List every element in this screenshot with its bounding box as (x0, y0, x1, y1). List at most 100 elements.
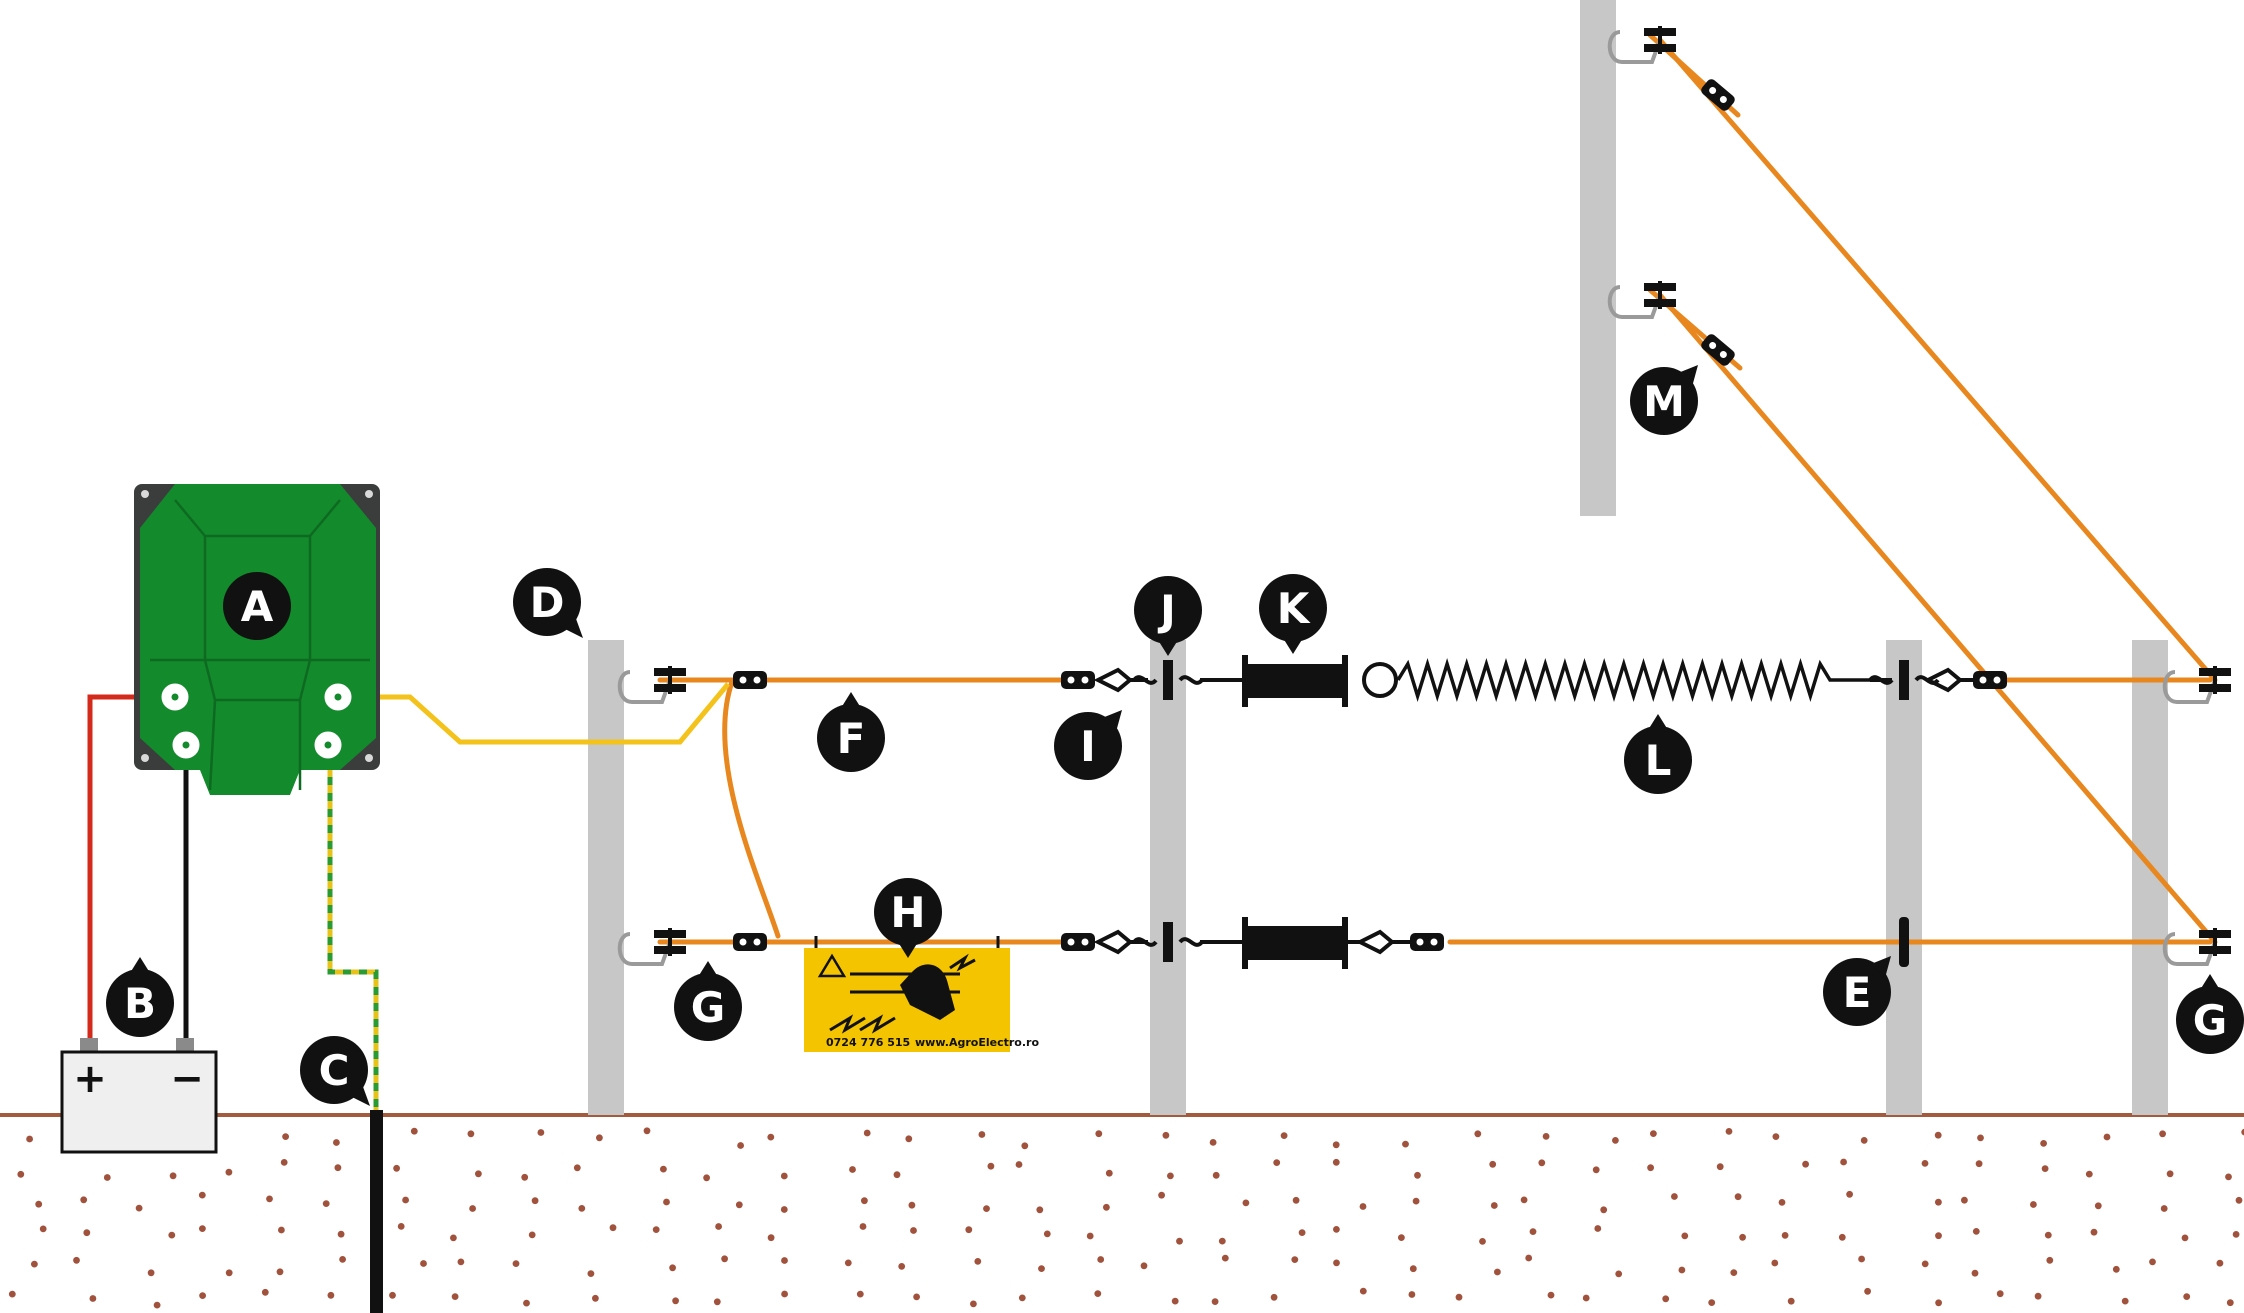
label-text: A (241, 582, 274, 631)
soil-dot (199, 1292, 207, 1299)
soil-dot (89, 1295, 97, 1302)
soil-dot (2159, 1130, 2167, 1138)
tensioners (1242, 655, 1348, 969)
energizer-terminal-battery-negative (172, 731, 200, 759)
soil-dot (35, 1200, 43, 1208)
soil-dot (450, 1234, 457, 1242)
soil-dot (1455, 1293, 1463, 1301)
soil-dot (1781, 1232, 1789, 1239)
soil-dot (1538, 1159, 1546, 1167)
soil-dot (844, 1259, 852, 1267)
soil-dot (225, 1269, 233, 1277)
fence-posts (588, 0, 2168, 1115)
battery-terminal-positive (80, 1038, 98, 1052)
soil-dot (1935, 1198, 1942, 1206)
soil-dot (970, 1300, 977, 1308)
label-e: E (1823, 956, 1891, 1026)
soil-dot (1858, 1255, 1865, 1263)
soil-dot (1292, 1196, 1300, 1204)
soil-dot (663, 1198, 670, 1206)
soil-dot (1209, 1139, 1217, 1146)
label-m: M (1630, 365, 1698, 435)
soil-dot (1961, 1196, 1968, 1204)
soil-dot (2030, 1201, 2037, 1208)
soil-dot (713, 1298, 721, 1306)
soil-dot (2183, 1293, 2191, 1300)
soil-dot (1846, 1190, 1853, 1198)
soil-dot (39, 1225, 47, 1233)
soil-dot (863, 1129, 871, 1137)
gate-wire-lower (1657, 292, 2218, 945)
tape-connector-i-upper (1061, 671, 1095, 689)
jumper-wire (722, 679, 781, 939)
soil-dot (1043, 1230, 1051, 1238)
spring-coil (1396, 658, 1870, 702)
label-text: G (691, 983, 725, 1032)
spring-ring (1362, 662, 1398, 698)
soil-dot (587, 1270, 595, 1277)
tensioner-upper (1242, 655, 1348, 707)
post-insulator-j-lower (1132, 922, 1204, 962)
soil-dot (1095, 1130, 1103, 1138)
soil-dot (276, 1268, 284, 1276)
soil-dot (974, 1258, 982, 1265)
soil-dot (1860, 1137, 1868, 1144)
soil-dot (1140, 1262, 1148, 1270)
soil-dot (703, 1174, 710, 1182)
soil-dot (735, 1201, 743, 1209)
soil-dot (469, 1205, 476, 1212)
insulator-g-end-lower (2162, 928, 2231, 966)
soil-dot (1414, 1171, 1421, 1179)
gate-post (1580, 0, 1616, 516)
soil-dot (1864, 1287, 1871, 1295)
energizer-terminal-earth (314, 731, 342, 759)
soil-dot (103, 1174, 111, 1181)
soil-dot (592, 1294, 599, 1302)
soil-dot (135, 1204, 143, 1212)
soil-dot (1977, 1134, 1984, 1142)
soil-dot (715, 1223, 722, 1230)
soil-dot (2232, 1231, 2240, 1238)
soil-dot (8, 1290, 16, 1298)
soil-dot (1333, 1226, 1340, 1233)
soil-dot (898, 1263, 906, 1270)
soil-dot (978, 1131, 986, 1138)
soil-dot (609, 1224, 617, 1232)
post-insulator-j-upper (1132, 660, 1204, 700)
soil-dot (1971, 1269, 1979, 1277)
soil-dot (280, 1159, 288, 1166)
soil-dot (1787, 1297, 1795, 1305)
label-text: D (530, 578, 565, 627)
fence-post-3 (1886, 640, 1922, 1115)
soil-dot (2160, 1205, 2168, 1212)
soil-dot (669, 1264, 676, 1272)
soil-dot (1739, 1233, 1746, 1241)
soil-dot (1996, 1290, 2004, 1298)
label-text: J (1157, 586, 1176, 635)
earth-cable (327, 745, 379, 1110)
soil-dot (1490, 1202, 1498, 1209)
soil-dot (2235, 1196, 2243, 1204)
soil-dot (2103, 1133, 2111, 1141)
soil-dot (1038, 1265, 1045, 1272)
soil-dot (1097, 1256, 1105, 1263)
hook (1607, 285, 1662, 319)
label-d: D (513, 568, 583, 638)
soil-dot (1221, 1254, 1229, 1262)
soil-dot (856, 1290, 864, 1298)
tape-connector-gate-lower (1701, 334, 1735, 366)
soil-dot (327, 1291, 335, 1299)
soil-dot (1408, 1291, 1416, 1298)
soil-dot (1615, 1270, 1623, 1278)
energizer-terminal-fence (324, 683, 352, 711)
soil-dot (1409, 1265, 1417, 1273)
label-g1: G (674, 961, 742, 1041)
soil-dot (282, 1133, 289, 1140)
soil-dot (1105, 1169, 1113, 1177)
gate-wire-upper (1657, 37, 2218, 683)
hook (2162, 670, 2217, 704)
soil-dot (660, 1165, 667, 1173)
soil-dot (451, 1293, 459, 1300)
insulator-g-lower (617, 928, 686, 966)
